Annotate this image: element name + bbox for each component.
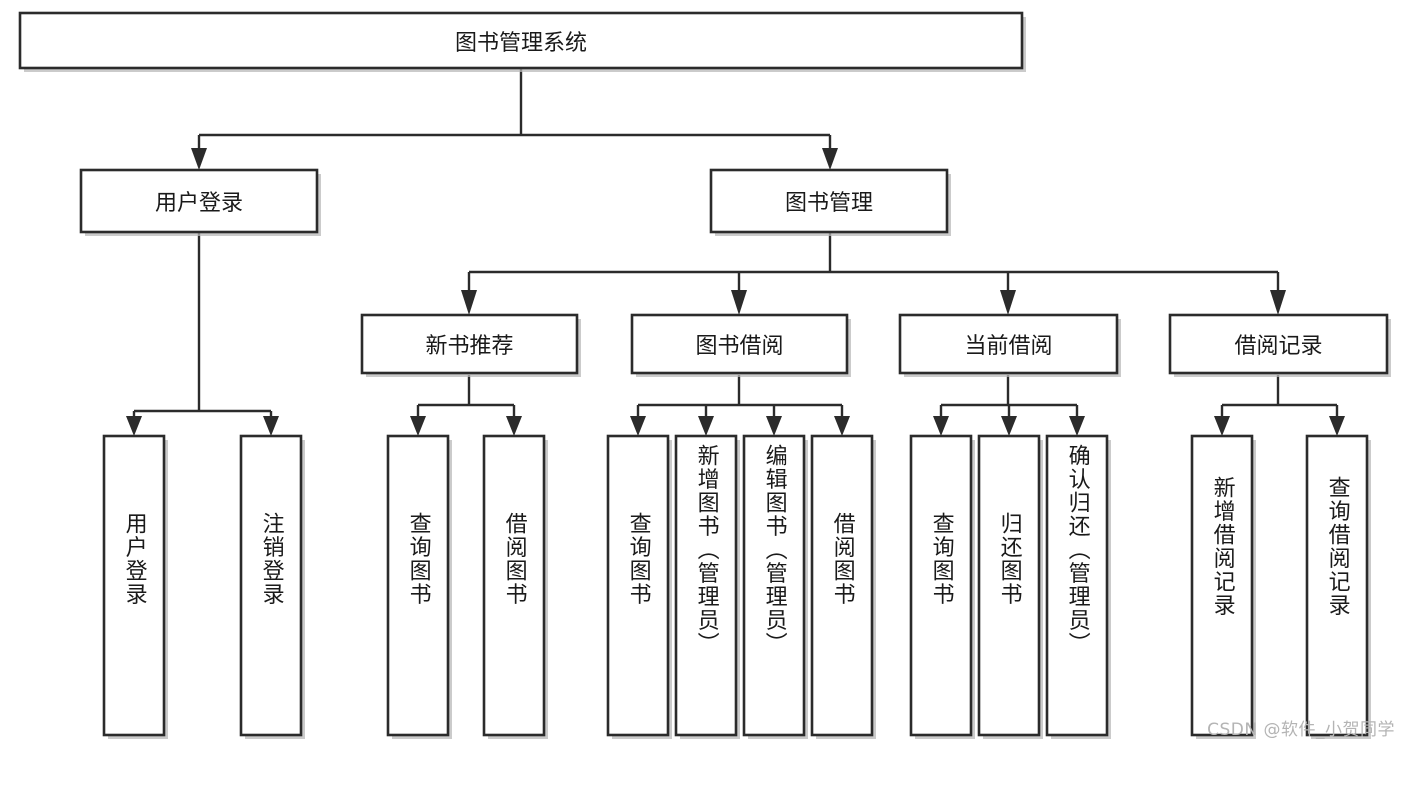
- leaf-book-borrow-0-box[interactable]: [606, 434, 670, 737]
- arrow-head-bb-leaf2: [766, 416, 782, 436]
- leaf-new-book-1-box[interactable]: [482, 434, 546, 737]
- leaf-book-borrow-3-box[interactable]: [810, 434, 874, 737]
- arrow-head-bb-leaf0: [630, 416, 646, 436]
- arrow-head-book-mgmt: [822, 148, 838, 170]
- arrow-head-ul-leaf0: [126, 416, 142, 436]
- arrow-head-l2-0: [461, 290, 477, 315]
- leaf-current-borrow-0-box[interactable]: [909, 434, 973, 737]
- leaf-new-book-0-box[interactable]: [386, 434, 450, 737]
- leaf-current-borrow-1-box[interactable]: [977, 434, 1041, 737]
- leaf-book-borrow-1-box[interactable]: [674, 434, 738, 737]
- arrow-head-bb-leaf3: [834, 416, 850, 436]
- diagram-canvas: [18, 11, 1391, 739]
- arrow-head-l2-2: [1000, 290, 1016, 315]
- connector-layer: [126, 68, 1345, 436]
- arrow-head-l2-3: [1270, 290, 1286, 315]
- leaf-borrow-record-1-box[interactable]: [1305, 434, 1369, 737]
- arrow-head-ul-leaf1: [263, 416, 279, 436]
- leaf-user-login-0-box[interactable]: [102, 434, 166, 737]
- arrow-head-cb-leaf0: [933, 416, 949, 436]
- leaf-current-borrow-2-box[interactable]: [1045, 434, 1109, 737]
- node-layer: [18, 11, 1391, 739]
- root-node-box[interactable]: [18, 11, 1024, 70]
- csdn-watermark: CSDN @软件_小贺同学: [1207, 720, 1395, 740]
- level1-node-1-box[interactable]: [709, 168, 949, 234]
- level2-node-2-box[interactable]: [898, 313, 1119, 375]
- arrow-head-bb-leaf1: [698, 416, 714, 436]
- level2-node-0-box[interactable]: [360, 313, 579, 375]
- arrow-head-cb-leaf2: [1069, 416, 1085, 436]
- leaf-user-login-1-box[interactable]: [239, 434, 303, 737]
- level2-node-1-box[interactable]: [630, 313, 849, 375]
- level1-node-0-box[interactable]: [79, 168, 319, 234]
- leaf-borrow-record-0-box[interactable]: [1190, 434, 1254, 737]
- diagram-root: 图书管理系统 用户登录 图书管理 新书推荐 图书借阅 当前借阅 借阅记录 用户登…: [18, 11, 1395, 740]
- arrow-head-cb-leaf1: [1001, 416, 1017, 436]
- arrow-head-br-leaf0: [1214, 416, 1230, 436]
- level2-node-3-box[interactable]: [1168, 313, 1389, 375]
- arrow-head-nbr-leaf0: [410, 416, 426, 436]
- arrow-head-br-leaf1: [1329, 416, 1345, 436]
- arrow-head-nbr-leaf1: [506, 416, 522, 436]
- arrow-head-user-login: [191, 148, 207, 170]
- leaf-book-borrow-2-box[interactable]: [742, 434, 806, 737]
- arrow-head-l2-1: [731, 290, 747, 315]
